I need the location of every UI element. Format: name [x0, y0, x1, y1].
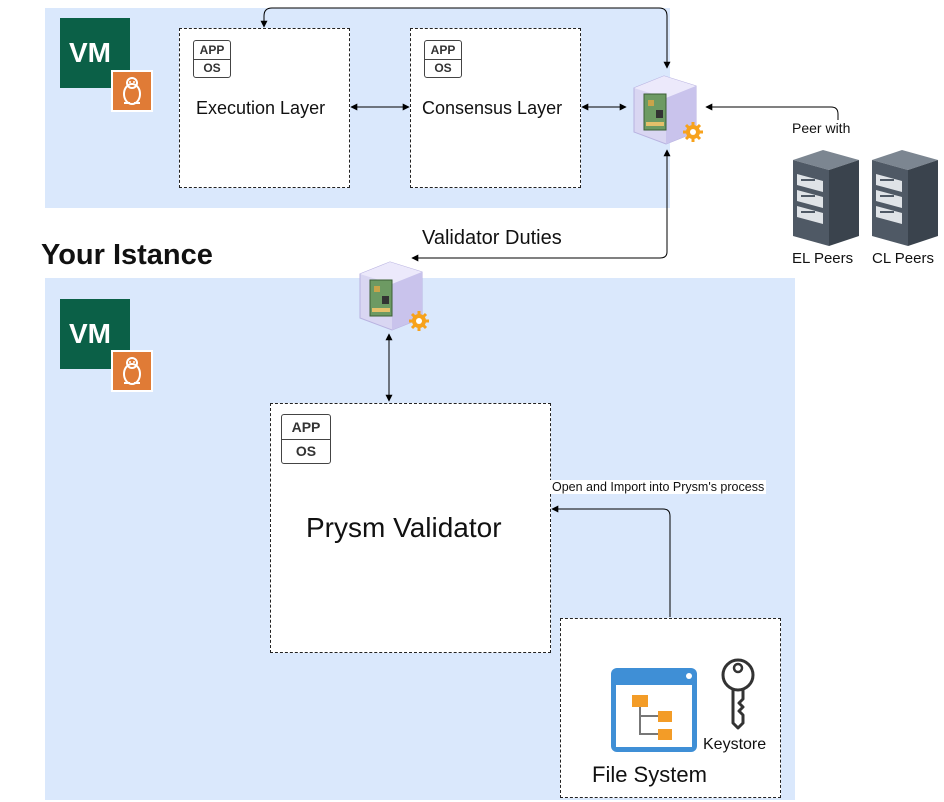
execution-layer-label: Execution Layer [196, 98, 326, 118]
app-os-icon: APP OS [281, 414, 331, 464]
consensus-layer-label: Consensus Layer [422, 98, 563, 118]
app-os-icon: APP OS [424, 40, 462, 78]
os-label: OS [295, 443, 317, 459]
el-peers-server [789, 148, 863, 248]
cl-peers-server [868, 148, 942, 248]
gear-icon [683, 122, 703, 142]
bottom-network-card [350, 256, 434, 336]
key-icon [721, 658, 755, 730]
app-label: APP [282, 415, 330, 440]
app-label: APP [425, 41, 461, 60]
file-system-label: File System [592, 762, 707, 787]
server-icon [793, 150, 859, 246]
el-peers-label: EL Peers [792, 250, 854, 267]
peer-with-label: Peer with [792, 120, 851, 136]
linux-icon [123, 77, 141, 105]
linux-icon [123, 357, 141, 385]
file-manager-icon [611, 668, 697, 752]
network-card-icon [359, 261, 423, 331]
app-os-icon: APP OS [193, 40, 231, 78]
import-label: Open and Import into Prysm's process [550, 480, 767, 494]
peers-nic-connector [705, 103, 839, 120]
prysm-validator-label: Prysm Validator [306, 512, 502, 543]
consensus-layer-box: APP OS Consensus Layer [410, 28, 581, 188]
execution-layer-box: APP OS Execution Layer [179, 28, 350, 188]
top-network-card [624, 70, 708, 150]
server-icon [872, 150, 938, 246]
cl-peers-label: CL Peers [872, 250, 934, 267]
os-label: OS [434, 61, 452, 75]
gear-icon [409, 311, 429, 331]
top-linux-badge [111, 70, 153, 112]
app-label: APP [194, 41, 230, 60]
os-label: OS [203, 61, 221, 75]
file-system-box: Keystore File System [560, 618, 781, 798]
prysm-validator-box: APP OS Prysm Validator [270, 403, 551, 653]
bottom-linux-badge [111, 350, 153, 392]
instance-title: Your Istance [41, 239, 213, 271]
keystore-label: Keystore [703, 736, 767, 753]
validator-duties-label: Validator Duties [422, 227, 562, 249]
